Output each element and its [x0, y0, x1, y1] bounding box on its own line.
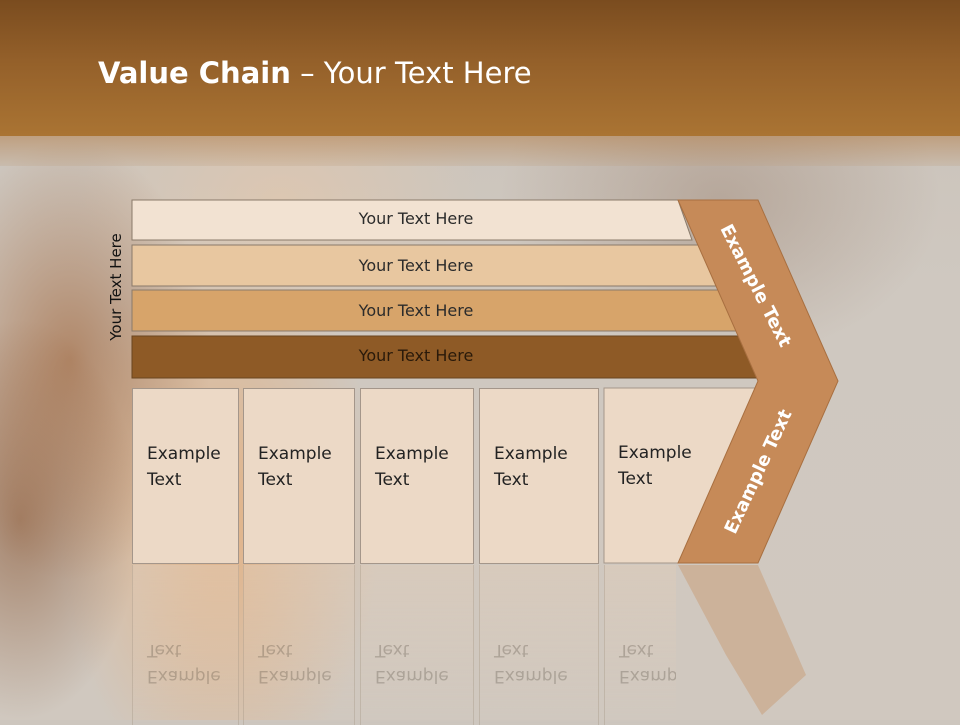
band-1-shape: [131, 199, 693, 241]
band-3-label: Your Text Here: [358, 301, 474, 320]
title-bold: Value Chain: [98, 56, 291, 90]
header-strip: [0, 136, 960, 166]
title-rest: – Your Text Here: [290, 56, 532, 90]
chevron-shape: [677, 199, 839, 564]
page-title: Value Chain – Your Text Here: [98, 53, 532, 93]
band-4-label: Your Text Here: [358, 346, 474, 365]
header-bar: [0, 0, 960, 136]
band-1-label: Your Text Here: [358, 209, 474, 228]
chevron-reflection: [676, 565, 846, 715]
band-2-label: Your Text Here: [358, 256, 474, 275]
